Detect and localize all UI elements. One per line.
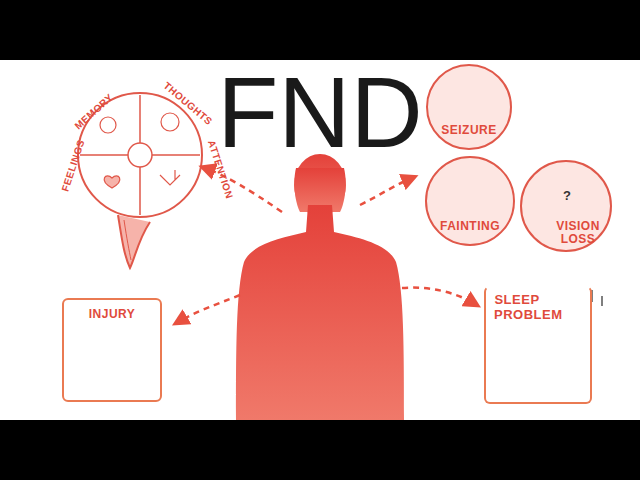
node-label: SLEEP PROBLEM: [494, 292, 540, 322]
symptom-circle: VISION LOSS: [520, 160, 612, 252]
brain-drawing: [78, 93, 202, 268]
node-label: FAINTING: [427, 220, 513, 233]
node-label: INJURY: [64, 308, 160, 321]
part-label: ?: [563, 188, 571, 203]
node-label: SEIZURE: [428, 124, 510, 137]
node-label: VISION LOSS: [552, 220, 604, 246]
symptom-box: SLEEP PROBLEM: [484, 286, 592, 404]
symptom-circle: FAINTING: [425, 156, 515, 246]
symptom-box: INJURY: [62, 298, 162, 402]
symptom-circle: SEIZURE: [426, 64, 512, 150]
woman-silhouette: [236, 154, 404, 420]
